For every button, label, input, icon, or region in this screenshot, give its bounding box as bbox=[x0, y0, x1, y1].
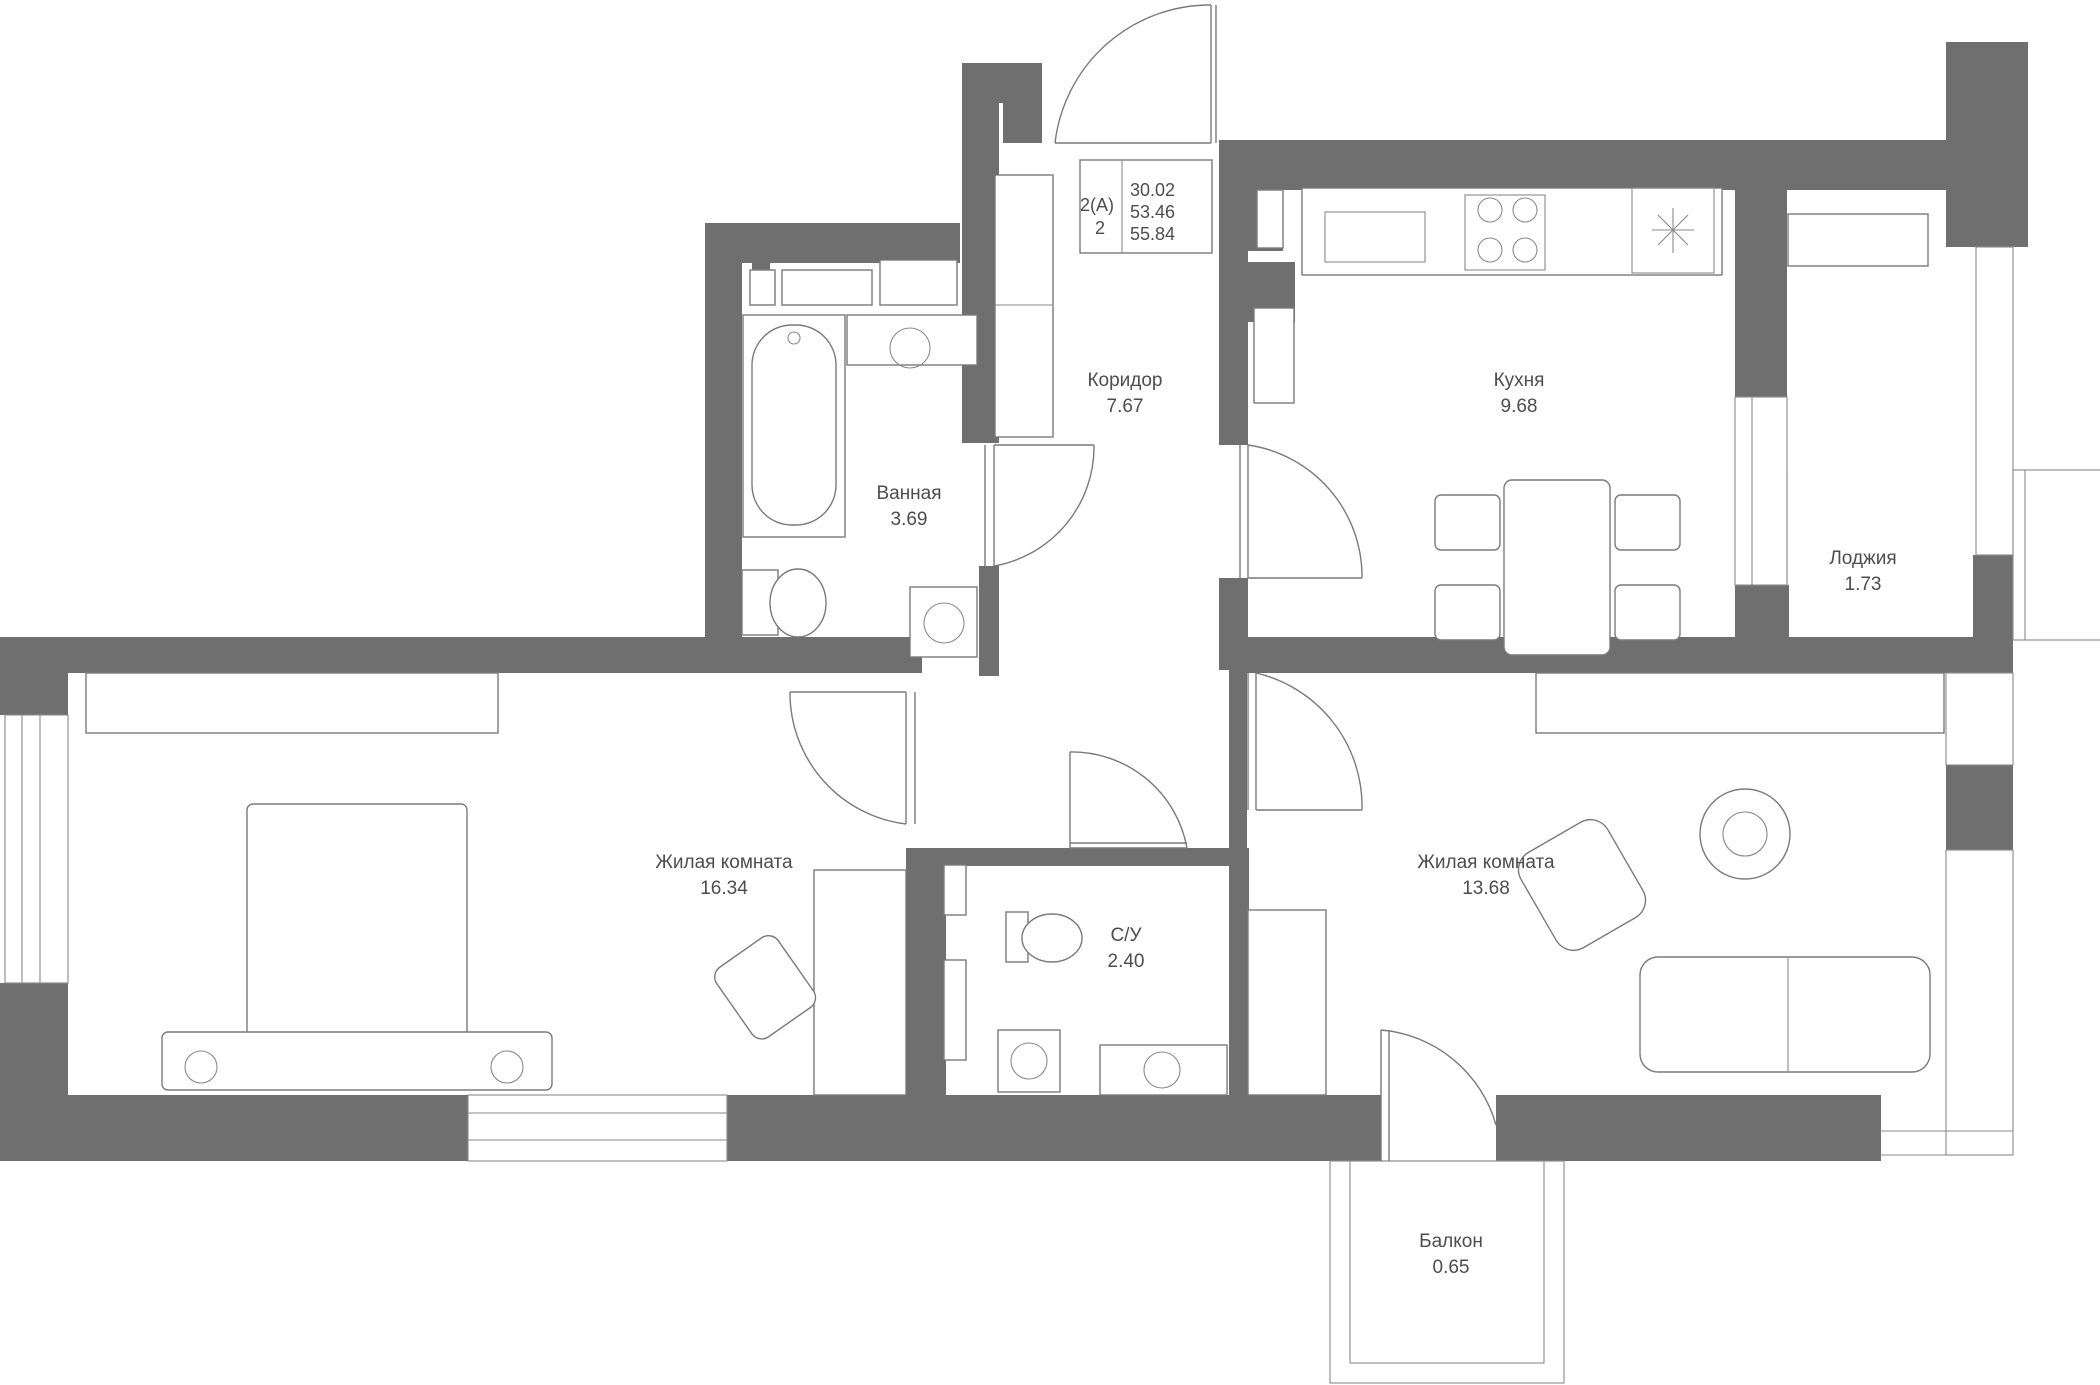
walls bbox=[0, 42, 2028, 1161]
room-toilet-name: С/У bbox=[1110, 925, 1142, 946]
info-block: 2(А) 2 30.02 53.46 55.84 bbox=[1080, 180, 1175, 244]
room-toilet-area: 2.40 bbox=[1108, 951, 1145, 972]
room-balcony-area: 0.65 bbox=[1433, 1257, 1470, 1278]
info-rooms: 2 bbox=[1095, 218, 1105, 238]
info-area-total-balcony: 55.84 bbox=[1130, 224, 1175, 244]
furniture bbox=[85, 159, 1945, 1096]
room-corridor-area: 7.67 bbox=[1107, 396, 1144, 417]
info-area-living: 30.02 bbox=[1130, 180, 1175, 200]
room-balcony-name: Балкон bbox=[1419, 1231, 1483, 1252]
room-living-right-area: 13.68 bbox=[1462, 878, 1510, 899]
room-loggia-area: 1.73 bbox=[1845, 574, 1882, 595]
info-area-total: 53.46 bbox=[1130, 202, 1175, 222]
room-bathroom-area: 3.69 bbox=[891, 509, 928, 530]
windows bbox=[4, 246, 2100, 1384]
room-kitchen-area: 9.68 bbox=[1501, 396, 1538, 417]
room-bathroom-name: Ванная bbox=[876, 483, 941, 504]
room-labels: Коридор 7.67 Ванная 3.69 Кухня 9.68 Лодж… bbox=[655, 370, 1896, 1278]
doors bbox=[789, 4, 1497, 1161]
room-corridor-name: Коридор bbox=[1087, 370, 1162, 391]
room-living-left-name: Жилая комната bbox=[655, 852, 793, 873]
room-living-left-area: 16.34 bbox=[700, 878, 748, 899]
room-loggia-name: Лоджия bbox=[1829, 548, 1896, 569]
room-living-right-name: Жилая комната bbox=[1417, 852, 1555, 873]
room-kitchen-name: Кухня bbox=[1494, 370, 1545, 391]
info-type: 2(А) bbox=[1080, 195, 1114, 215]
